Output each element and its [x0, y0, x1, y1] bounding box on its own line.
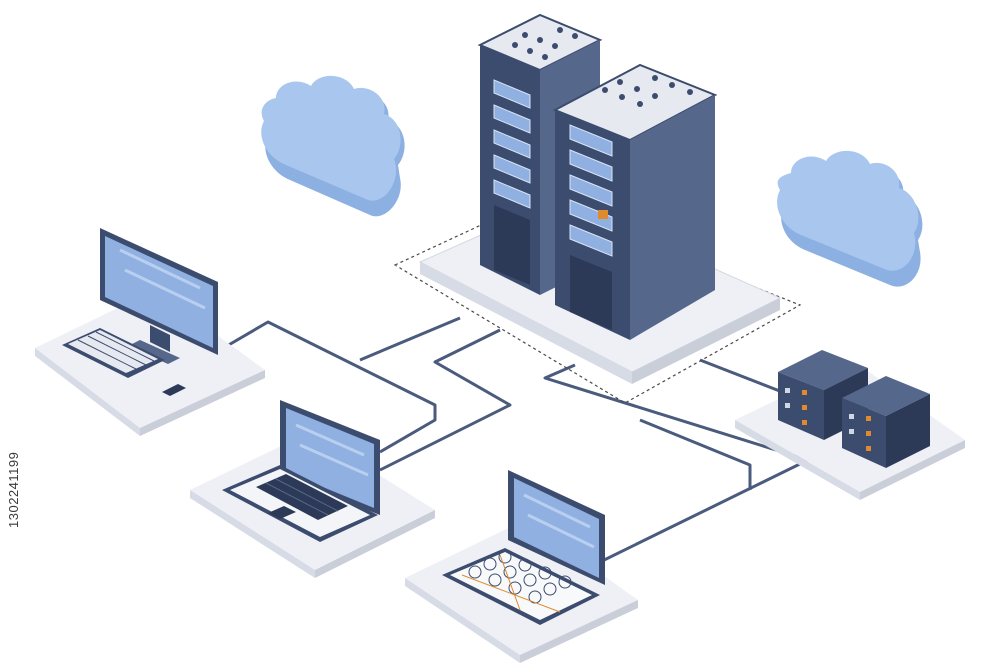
storage-server-icon — [735, 350, 965, 500]
link-desktop-server-2 — [359, 316, 461, 362]
link-laptop-server — [379, 328, 512, 472]
link-storage-server-2 — [699, 358, 791, 397]
server-rack-icon — [477, 13, 718, 340]
cloud-left-icon — [261, 75, 405, 217]
tablet-laptop-icon — [405, 470, 638, 663]
link-desktop-server — [219, 320, 437, 454]
connection-links — [219, 316, 810, 565]
desktop-computer-icon — [35, 228, 265, 436]
laptop-icon — [190, 400, 435, 578]
link-tablet-server — [543, 363, 810, 565]
stock-image-id: 1302241199 — [6, 451, 21, 529]
link-storage-server — [639, 418, 752, 490]
cloud-right-icon — [777, 150, 923, 287]
